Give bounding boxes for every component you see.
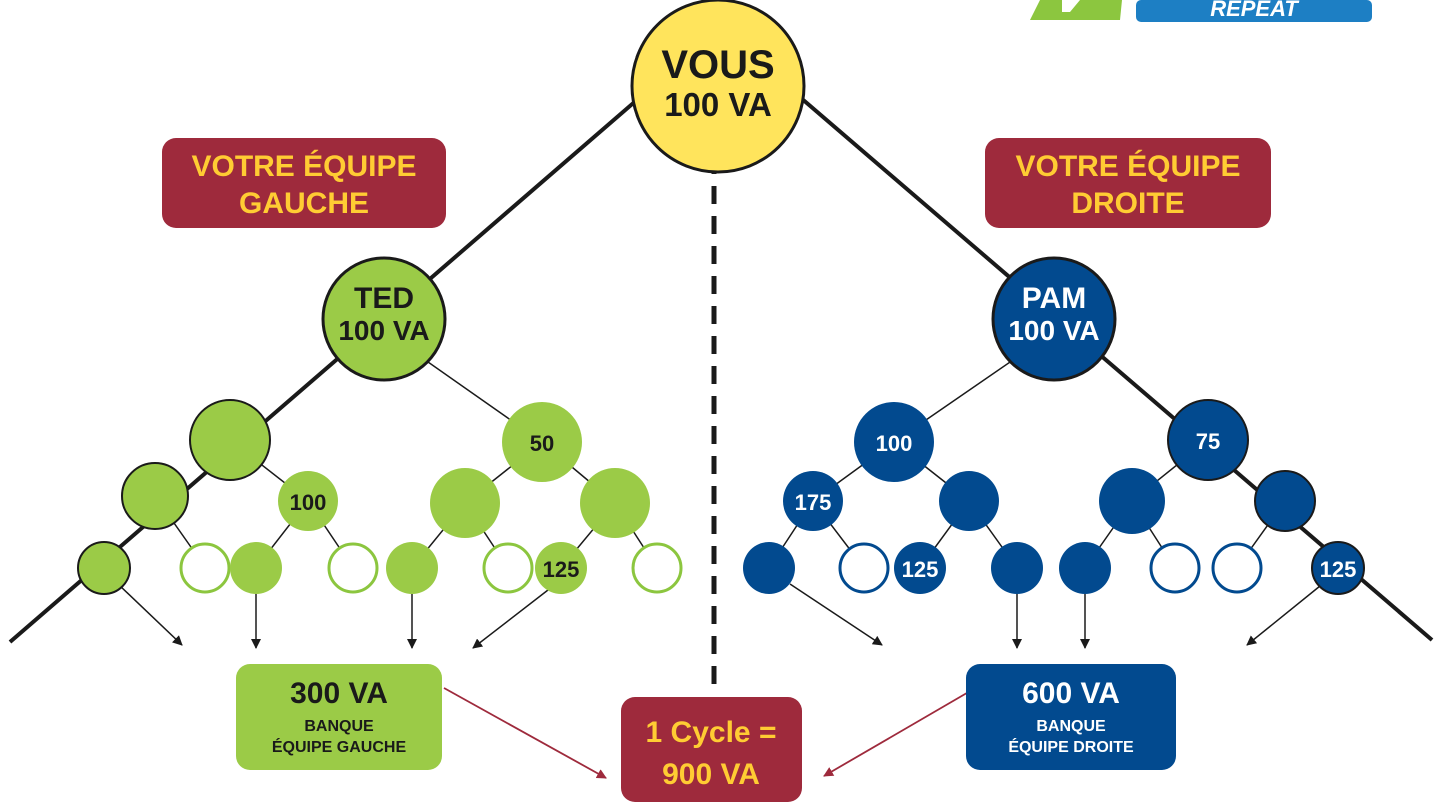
right-bank-line2: ÉQUIPE DROITE: [1008, 737, 1134, 756]
tree-node: [386, 542, 438, 594]
cycle-line1: 1 Cycle =: [646, 716, 777, 749]
left-bank-amount: 300 VA: [290, 677, 388, 710]
root-name: VOUS: [661, 43, 774, 87]
tree-node: [1059, 542, 1111, 594]
left-leader-node: TED 100 VA: [321, 256, 447, 382]
right-leader-value: 100 VA: [1008, 315, 1099, 346]
tree-node: [991, 542, 1043, 594]
tree-node: [189, 399, 271, 481]
tree-node: [743, 542, 795, 594]
tree-node: [1167, 399, 1249, 481]
tree-node: [230, 542, 282, 594]
right-node-value: 100: [876, 431, 913, 456]
tree-node: [502, 402, 582, 482]
tree-node: [121, 462, 189, 530]
right-bank-amount: 600 VA: [1022, 677, 1120, 710]
tree-node-empty: [179, 542, 231, 594]
left-bank-line1: BANQUE: [304, 718, 374, 735]
left-team-nodes: 50 100 125: [77, 399, 683, 595]
tree-node: [1099, 468, 1165, 534]
tree-node-empty: [631, 542, 683, 594]
repeat-logo: REPEAT: [1030, 0, 1372, 22]
logo-text: REPEAT: [1210, 0, 1299, 21]
left-team-label: VOTRE ÉQUIPE GAUCHE: [162, 138, 446, 228]
tree-node: [854, 402, 934, 482]
tree-node: [1254, 470, 1316, 532]
left-team-label-line1: VOTRE ÉQUIPE: [191, 149, 416, 183]
right-node-value: 125: [1320, 557, 1357, 582]
left-bank: 300 VA BANQUE ÉQUIPE GAUCHE: [236, 664, 442, 770]
left-node-value: 125: [543, 557, 580, 582]
left-leader-name: TED: [354, 282, 414, 315]
right-node-value: 175: [795, 490, 832, 515]
tree-node: [1311, 541, 1365, 595]
tree-node-empty: [1211, 542, 1263, 594]
left-team-label-line2: GAUCHE: [239, 187, 369, 220]
tree-node: [278, 471, 338, 531]
root-value: 100 VA: [664, 86, 772, 123]
right-team-nodes: 100 75 175 125 125: [743, 399, 1365, 595]
tree-node-empty: [1149, 542, 1201, 594]
tree-node: [939, 471, 999, 531]
left-bank-line2: ÉQUIPE GAUCHE: [272, 737, 407, 756]
left-node-value: 100: [290, 490, 327, 515]
logo-green-mark: [1030, 0, 1122, 20]
tree-node: [783, 471, 843, 531]
root-node: VOUS 100 VA: [630, 0, 806, 174]
right-team-label: VOTRE ÉQUIPE DROITE: [985, 138, 1271, 228]
right-node-value: 75: [1196, 429, 1220, 454]
right-bank: 600 VA BANQUE ÉQUIPE DROITE: [966, 664, 1176, 770]
tree-node-empty: [838, 542, 890, 594]
right-leader-node: PAM 100 VA: [991, 256, 1117, 382]
logo-blue-banner: [1136, 0, 1372, 22]
tree-node: [580, 468, 650, 538]
cycle-box: 1 Cycle = 900 VA: [621, 697, 802, 802]
left-node-value: 50: [530, 431, 554, 456]
tree-node: [535, 542, 587, 594]
left-leader-value: 100 VA: [338, 315, 429, 346]
tree-node-empty: [482, 542, 534, 594]
right-node-value: 125: [902, 557, 939, 582]
right-bank-line1: BANQUE: [1036, 718, 1106, 735]
bank-arrows: [117, 583, 1321, 649]
cycle-arrows: [443, 687, 973, 779]
tree-node: [894, 542, 946, 594]
right-team-label-line1: VOTRE ÉQUIPE: [1015, 149, 1240, 183]
cycle-line2: 900 VA: [662, 758, 760, 791]
tree-node: [77, 541, 131, 595]
right-leader-name: PAM: [1022, 282, 1086, 315]
tree-node: [430, 468, 500, 538]
right-team-label-line2: DROITE: [1071, 187, 1184, 220]
tree-node-empty: [327, 542, 379, 594]
